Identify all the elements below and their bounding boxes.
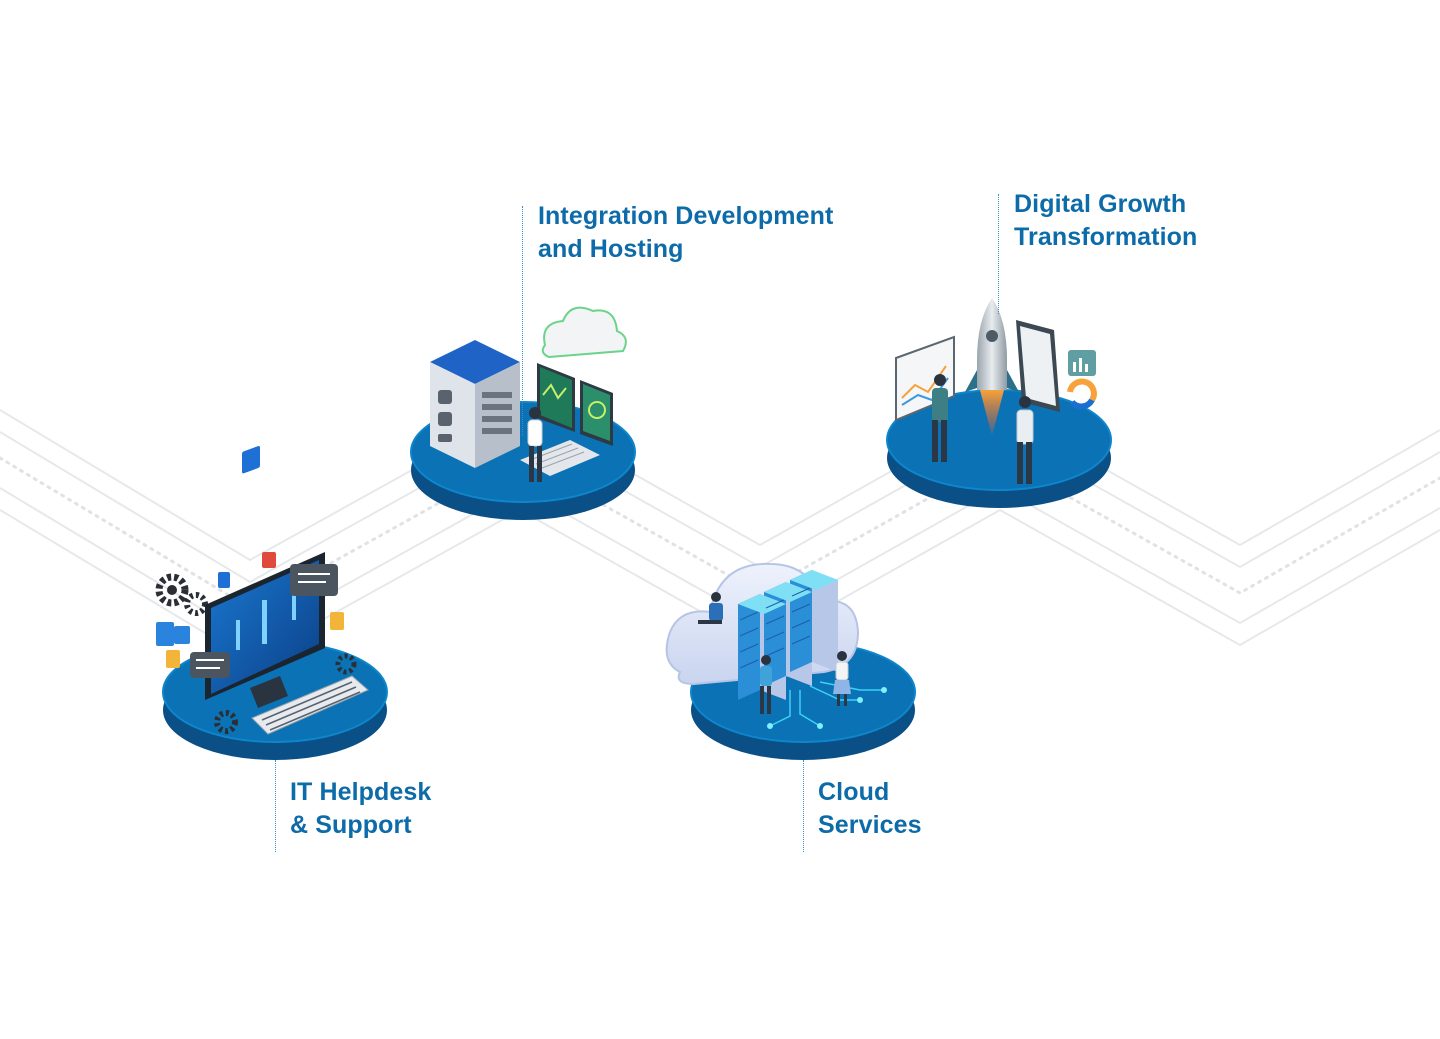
leader-line-cloud bbox=[803, 760, 804, 852]
label-line-2: and Hosting bbox=[538, 235, 684, 263]
label-line-1: Integration Development bbox=[538, 202, 834, 230]
cloud-servers-icon bbox=[665, 562, 887, 729]
label-line-2: & Support bbox=[290, 811, 412, 839]
rocket-growth-icon bbox=[895, 298, 1097, 484]
label-it-helpdesk-support: IT Helpdesk & Support bbox=[290, 776, 431, 842]
label-line-2: Services bbox=[818, 811, 922, 839]
label-digital-growth-transformation: Digital Growth Transformation bbox=[1014, 188, 1197, 254]
server-monitor-cloud-icon bbox=[430, 306, 627, 482]
leader-line-integration bbox=[522, 206, 523, 436]
leader-line-digital bbox=[998, 194, 999, 314]
label-line-1: Cloud bbox=[818, 778, 890, 806]
helpdesk-computer-icon bbox=[155, 445, 369, 735]
label-line-1: Digital Growth bbox=[1014, 190, 1187, 218]
leader-line-helpdesk bbox=[275, 760, 276, 852]
connector-dots bbox=[0, 456, 1440, 610]
label-integration-development-hosting: Integration Development and Hosting bbox=[538, 200, 833, 266]
label-cloud-services: Cloud Services bbox=[818, 776, 922, 842]
label-line-2: Transformation bbox=[1014, 223, 1198, 251]
label-line-1: IT Helpdesk bbox=[290, 778, 432, 806]
